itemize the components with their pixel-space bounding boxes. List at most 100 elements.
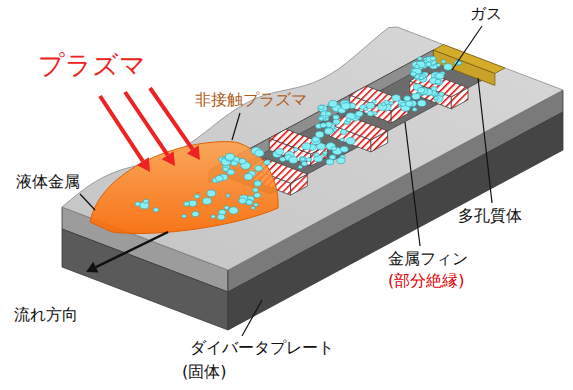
gas-bubble bbox=[426, 62, 432, 67]
gas-bubble bbox=[430, 56, 436, 60]
gas-bubble bbox=[412, 93, 420, 99]
gas-bubble bbox=[419, 74, 425, 79]
gas-bubble bbox=[392, 95, 401, 102]
gas-bubble bbox=[414, 65, 419, 69]
gas-bubble bbox=[417, 87, 424, 93]
gas-bubble bbox=[340, 129, 346, 134]
gas-bubble bbox=[373, 112, 377, 115]
gas-bubble bbox=[239, 158, 246, 164]
gas-bubble bbox=[255, 150, 264, 157]
gas-bubble bbox=[318, 116, 323, 120]
gas-bubble bbox=[418, 100, 426, 107]
gas-bubble bbox=[299, 156, 306, 161]
gas-bubble bbox=[253, 188, 259, 192]
flow-arrow-head bbox=[86, 262, 99, 273]
gas-bubble bbox=[337, 158, 345, 164]
gas-bubble bbox=[381, 102, 385, 105]
gas-bubble bbox=[211, 215, 216, 219]
gas-bubble bbox=[227, 169, 234, 175]
gas-bubble bbox=[254, 203, 259, 207]
gas-bubble bbox=[405, 101, 413, 107]
metal-fin bbox=[410, 72, 468, 97]
metal-fin bbox=[329, 115, 387, 140]
plasma-arrow bbox=[150, 88, 193, 149]
porous-body-label: 多孔質体 bbox=[458, 206, 522, 225]
gas-bubble bbox=[231, 161, 238, 166]
metal-fin bbox=[269, 129, 327, 154]
plasma-label: プラズマ bbox=[38, 50, 146, 81]
detached-plasma bbox=[90, 142, 278, 234]
leader-line bbox=[405, 122, 420, 246]
gas-label: ガス bbox=[470, 4, 502, 23]
gas-bubble bbox=[419, 76, 424, 80]
gas-bubble bbox=[356, 111, 363, 117]
gas-bubble bbox=[436, 73, 444, 79]
flow-direction-label: 流れ方向 bbox=[14, 305, 78, 324]
channel-floor bbox=[209, 50, 495, 194]
gas-bubble bbox=[217, 214, 225, 220]
liquid-metal-label: 液体金属 bbox=[16, 172, 80, 191]
gas-bubble bbox=[444, 64, 453, 71]
gas-bubble bbox=[302, 162, 308, 167]
gas-bubble bbox=[254, 181, 261, 187]
gas-bubble bbox=[441, 60, 446, 64]
plasma-arrow-head bbox=[162, 151, 175, 166]
gas-bubble bbox=[331, 147, 336, 151]
gas-bubble bbox=[326, 159, 334, 165]
gas-bubble bbox=[229, 207, 239, 214]
gas-bubble bbox=[326, 143, 336, 150]
gas-bubble bbox=[364, 107, 368, 110]
gas-bubble bbox=[316, 131, 324, 137]
gas-bubble bbox=[239, 198, 247, 204]
gas-bubble bbox=[246, 200, 253, 205]
gas-bubble bbox=[329, 100, 338, 107]
porous-body-top bbox=[433, 45, 505, 74]
metal-fin bbox=[350, 86, 408, 111]
leader-line bbox=[242, 300, 262, 336]
gas-bubble bbox=[192, 211, 199, 217]
gas-bubble bbox=[293, 148, 298, 152]
gas-bubble bbox=[224, 206, 229, 210]
gas-bubble bbox=[244, 173, 253, 180]
gas-bubble bbox=[182, 214, 187, 218]
gas-bubble bbox=[300, 157, 305, 161]
detached-plasma-label: 非接触プラズマ bbox=[195, 90, 307, 109]
gas-bubble bbox=[311, 137, 321, 144]
gas-bubble bbox=[318, 105, 324, 109]
gas-bubble bbox=[439, 92, 444, 96]
solid-label: (固体) bbox=[182, 362, 226, 381]
flow-arrow bbox=[96, 232, 168, 267]
leader-line bbox=[452, 26, 482, 70]
gas-bubble bbox=[325, 128, 333, 134]
gas-bubble bbox=[255, 165, 263, 171]
gas-bubble bbox=[194, 194, 199, 198]
gas-bubble bbox=[341, 103, 350, 110]
gas-bubble bbox=[418, 57, 422, 60]
gas-bubble bbox=[143, 199, 148, 203]
gas-bubble bbox=[207, 190, 216, 197]
gas-bubble bbox=[298, 165, 302, 168]
gas-bubble bbox=[323, 151, 328, 155]
gas-bubble bbox=[302, 143, 311, 150]
gas-bubble bbox=[418, 87, 427, 94]
gas-bubble bbox=[254, 193, 261, 198]
gas-bubble bbox=[436, 63, 440, 66]
gas-bubble bbox=[333, 115, 339, 120]
channel-wall bbox=[209, 50, 433, 183]
gas-bubble bbox=[319, 115, 326, 120]
gas-bubble bbox=[434, 96, 439, 99]
partial-insulation-label: (部分絶縁) bbox=[388, 271, 464, 290]
plasma-arrow-head bbox=[187, 145, 200, 160]
gas-bubble bbox=[203, 198, 212, 205]
leader-line bbox=[478, 78, 492, 203]
gas-bubble bbox=[225, 153, 234, 160]
gas-bubble bbox=[346, 118, 351, 122]
leader-line bbox=[80, 194, 95, 210]
gas-bubble bbox=[184, 202, 190, 207]
gas-bubble bbox=[153, 208, 158, 212]
gas-bubble bbox=[275, 148, 283, 154]
gas-bubble bbox=[326, 112, 332, 116]
gas-bubble bbox=[226, 194, 230, 197]
leader-line bbox=[232, 113, 240, 140]
